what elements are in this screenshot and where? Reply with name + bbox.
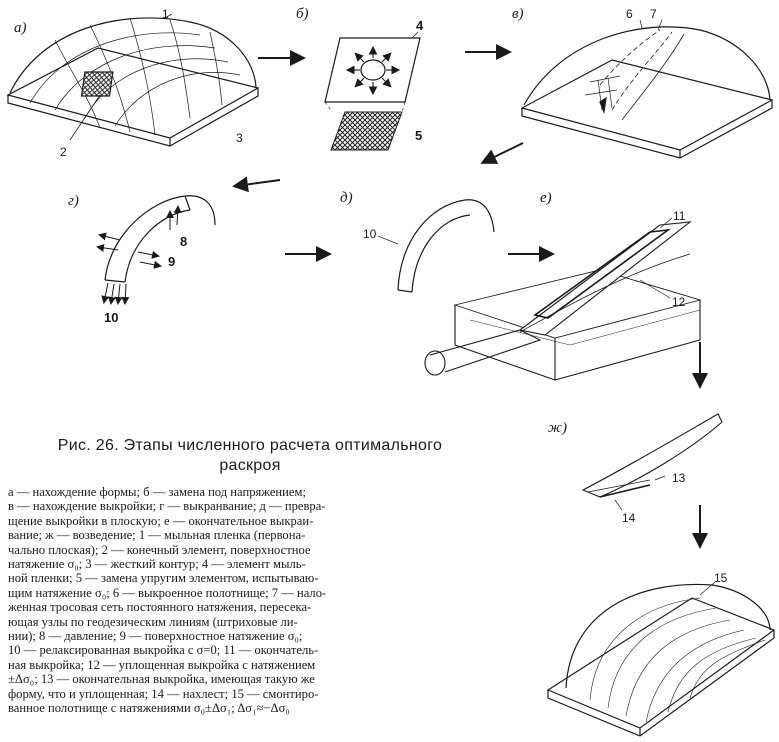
arrow-v-to-g bbox=[480, 142, 524, 164]
caption-title-line-1: Рис. 26. Этапы численного расчета оптима… bbox=[57, 437, 443, 454]
caption-line: а — нахождение формы; б — замена под нап… bbox=[8, 485, 306, 499]
panel-v-dome bbox=[520, 19, 774, 159]
caption-line: ной пленки; 5 — замена упругим элементом… bbox=[8, 571, 319, 586]
panel-d-label: д) bbox=[340, 190, 353, 206]
panel-zh-label: ж) bbox=[548, 420, 567, 436]
caption-line: ная выкройка; 12 — уплощенная выкройка с… bbox=[8, 657, 316, 672]
callout-13: 13 bbox=[672, 471, 686, 485]
panel-zh-pattern bbox=[581, 413, 723, 511]
caption-line: в — нахождение выкройки; г — выкранвание… bbox=[8, 499, 326, 514]
panel-d-pattern bbox=[377, 199, 495, 293]
panel-b-elements bbox=[324, 31, 421, 151]
panel-g-strip bbox=[96, 195, 216, 305]
callout-9: 9 bbox=[168, 254, 175, 269]
figure-caption-legend: а — нахождение формы; б — замена под нап… bbox=[8, 485, 506, 716]
callout-15: 15 bbox=[714, 571, 728, 585]
panel-v-label: в) bbox=[512, 6, 524, 22]
caption-line: щим натяжение σ₀; 6 — выкроенное полотни… bbox=[8, 585, 327, 600]
caption-line: натяжение σ₀; 3 — жесткий контур; 4 — эл… bbox=[8, 557, 306, 572]
callout-10-press: 10 bbox=[104, 310, 118, 325]
caption-line: ±Δσ₀; 13 — окончательная выкройка, имеющ… bbox=[8, 672, 315, 687]
panel-e-table bbox=[424, 217, 702, 381]
caption-line: ющая узлы по геодезическим линиям (штрих… bbox=[8, 614, 298, 629]
caption-line: форму, что и уплощенная; 14 — нахлест; 1… bbox=[8, 686, 319, 701]
callout-1: 1 bbox=[162, 7, 169, 21]
caption-title-line-2: раскроя bbox=[219, 457, 281, 474]
arrow-into-g bbox=[232, 176, 281, 193]
callout-2: 2 bbox=[60, 145, 67, 159]
caption-line: вание; ж — возведение; 1 — мыльная пленк… bbox=[8, 528, 306, 543]
callout-4: 4 bbox=[416, 18, 424, 33]
panel-a-dome bbox=[6, 13, 260, 147]
caption-line: чально плоская); 2 — конечный элемент, п… bbox=[8, 542, 311, 557]
panel-b-label: б) bbox=[296, 6, 309, 22]
caption-line: щение выкройки в плоскую; е — окончатель… bbox=[8, 513, 314, 528]
callout-8: 8 bbox=[180, 234, 187, 249]
figure-caption-title: Рис. 26. Этапы численного расчета оптима… bbox=[30, 436, 470, 476]
panel-g-label: г) bbox=[68, 193, 79, 209]
caption-line: нии); 8 — давление; 9 — поверхностное на… bbox=[8, 629, 303, 644]
callout-6: 6 bbox=[626, 7, 633, 21]
caption-line: 10 — релаксированная выкройка с σ=0; 11 … bbox=[8, 643, 319, 658]
callout-7: 7 bbox=[650, 7, 657, 21]
caption-line: женная тросовая сеть постоянного натяжен… bbox=[8, 600, 312, 615]
callout-11: 11 bbox=[673, 209, 686, 223]
callout-10: 10 bbox=[363, 227, 377, 241]
panel-assembled-dome bbox=[546, 581, 776, 737]
callout-12: 12 bbox=[672, 295, 686, 309]
callout-5: 5 bbox=[415, 128, 422, 143]
panel-a-label: а) bbox=[14, 20, 27, 36]
caption-line: ванное полотнище с натяжениями σ₀±Δσ₁; Δ… bbox=[8, 701, 290, 716]
callout-3: 3 bbox=[236, 131, 243, 145]
panel-e-label: е) bbox=[540, 190, 552, 206]
callout-14: 14 bbox=[622, 511, 636, 525]
